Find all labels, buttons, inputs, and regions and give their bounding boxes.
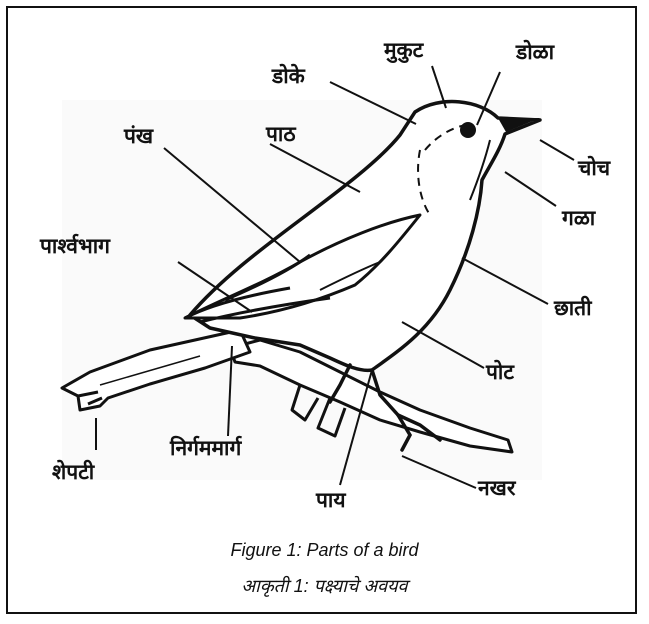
label-wing: पंख bbox=[124, 126, 153, 147]
label-back: पाठ bbox=[266, 124, 296, 145]
label-vent: निर्गममार्ग bbox=[170, 438, 241, 459]
caption-english: Figure 1: Parts of a bird bbox=[0, 540, 649, 561]
label-crown: मुकुट bbox=[384, 40, 423, 61]
label-tail: शेपटी bbox=[52, 462, 94, 483]
label-beak: चोच bbox=[578, 158, 610, 179]
label-throat: गळा bbox=[562, 208, 595, 229]
label-eye: डोळा bbox=[516, 42, 554, 63]
bird-eye bbox=[460, 122, 476, 138]
caption-marathi: आकृती 1: पक्ष्याचे अवयव bbox=[0, 574, 649, 598]
label-belly: पोट bbox=[486, 362, 514, 383]
label-head: डोके bbox=[272, 66, 305, 87]
label-claw: नखर bbox=[478, 478, 515, 499]
label-flank: पार्श्वभाग bbox=[40, 236, 110, 257]
label-breast: छाती bbox=[554, 298, 592, 319]
label-leg: पाय bbox=[316, 490, 346, 511]
